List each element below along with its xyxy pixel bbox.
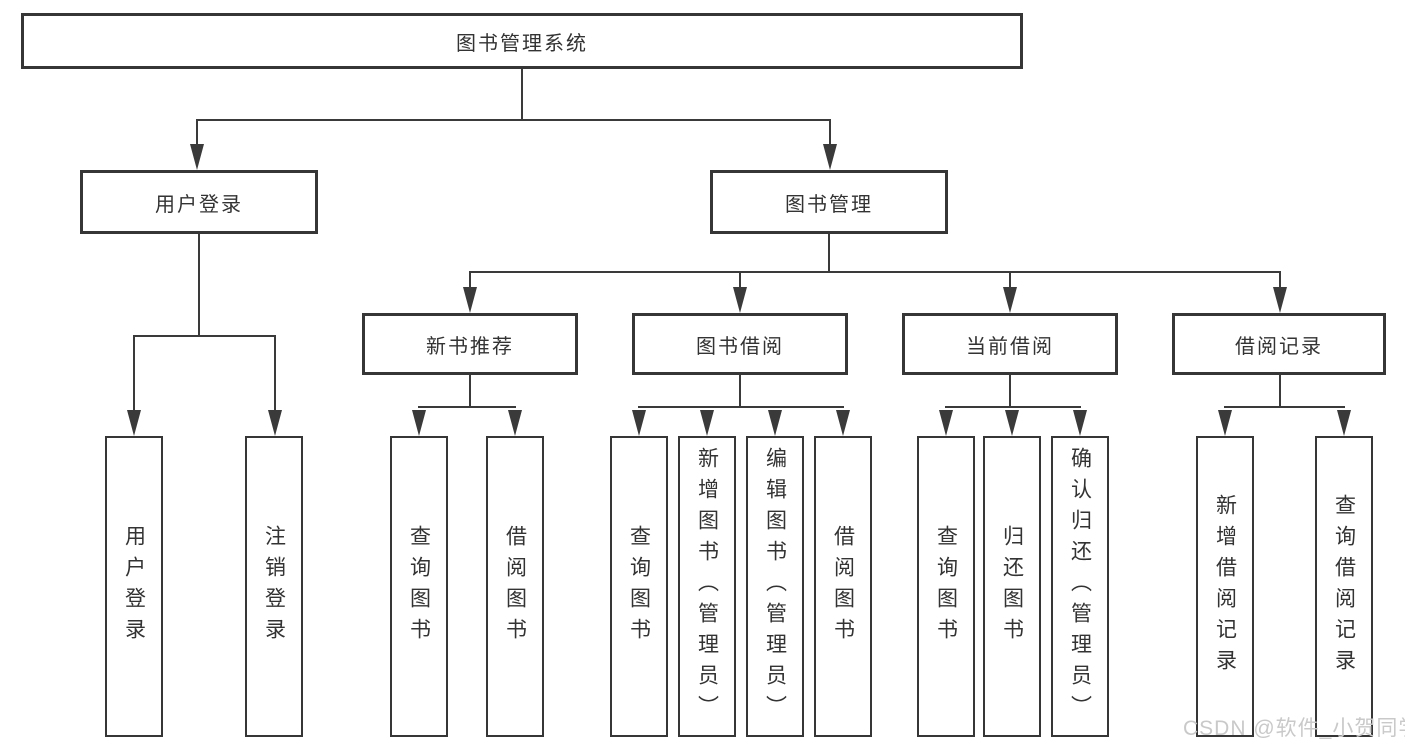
csdn-watermark: CSDN @软件_小贺同学 xyxy=(1183,717,1405,740)
arrowhead-down xyxy=(508,410,522,436)
connector xyxy=(133,335,276,337)
connector xyxy=(418,406,516,408)
connector xyxy=(638,406,844,408)
node-label: 当前借阅 xyxy=(966,335,1054,358)
leaf-query-books-current: 查询图书 xyxy=(917,436,975,737)
node-label: 用户登录 xyxy=(155,193,243,216)
node-book-management: 图书管理 xyxy=(710,170,948,234)
connector xyxy=(1009,271,1011,291)
leaf-query-borrow-record: 查询借阅记录 xyxy=(1315,436,1373,737)
arrowhead-down xyxy=(733,287,747,313)
node-label: 查询图书 xyxy=(407,524,431,649)
node-label: 图书管理 xyxy=(785,193,873,216)
node-label: 借阅图书 xyxy=(503,524,527,649)
node-label: 借阅记录 xyxy=(1235,335,1323,358)
leaf-user-login: 用户登录 xyxy=(105,436,163,737)
node-borrow-records: 借阅记录 xyxy=(1172,313,1386,375)
arrowhead-down xyxy=(1218,410,1232,436)
leaf-add-borrow-record: 新增借阅记录 xyxy=(1196,436,1254,737)
node-label: 归还图书 xyxy=(1000,524,1024,649)
connector xyxy=(739,271,741,291)
arrowhead-down xyxy=(632,410,646,436)
leaf-logout: 注销登录 xyxy=(245,436,303,737)
arrowhead-down xyxy=(768,410,782,436)
arrowhead-down xyxy=(412,410,426,436)
arrowhead-down xyxy=(268,410,282,436)
connector xyxy=(196,119,831,121)
node-label: 图书管理系统 xyxy=(456,32,588,55)
node-book-borrowing: 图书借阅 xyxy=(632,313,848,375)
node-label: 确认归还（管理员） xyxy=(1068,447,1092,726)
leaf-query-books-recommend: 查询图书 xyxy=(390,436,448,737)
arrowhead-down xyxy=(463,287,477,313)
leaf-return-books: 归还图书 xyxy=(983,436,1041,737)
arrowhead-down xyxy=(1337,410,1351,436)
arrowhead-down xyxy=(836,410,850,436)
node-new-book-recommend: 新书推荐 xyxy=(362,313,578,375)
arrowhead-down xyxy=(127,410,141,436)
node-label: 新增图书（管理员） xyxy=(695,447,719,726)
connector xyxy=(828,234,830,273)
connector xyxy=(198,234,200,337)
node-label: 编辑图书（管理员） xyxy=(763,447,787,726)
connector xyxy=(274,335,276,415)
arrowhead-down xyxy=(190,144,204,170)
arrowhead-down xyxy=(823,144,837,170)
connector xyxy=(1224,406,1345,408)
connector xyxy=(829,119,831,148)
connector xyxy=(1279,271,1281,291)
arrowhead-down xyxy=(700,410,714,436)
leaf-confirm-return-admin: 确认归还（管理员） xyxy=(1051,436,1109,737)
node-label: 查询借阅记录 xyxy=(1332,493,1356,680)
connector xyxy=(196,119,198,148)
arrowhead-down xyxy=(1073,410,1087,436)
node-label: 查询图书 xyxy=(934,524,958,649)
leaf-borrow-books-borrowing: 借阅图书 xyxy=(814,436,872,737)
arrowhead-down xyxy=(1005,410,1019,436)
leaf-edit-books-admin: 编辑图书（管理员） xyxy=(746,436,804,737)
connector xyxy=(945,406,1081,408)
node-label: 注销登录 xyxy=(262,524,286,649)
arrowhead-down xyxy=(1003,287,1017,313)
arrowhead-down xyxy=(1273,287,1287,313)
leaf-query-books-borrowing: 查询图书 xyxy=(610,436,668,737)
node-label: 新增借阅记录 xyxy=(1213,493,1237,680)
connector xyxy=(469,271,471,291)
connector xyxy=(1009,375,1011,408)
node-label: 查询图书 xyxy=(627,524,651,649)
connector xyxy=(469,271,1281,273)
node-user-login: 用户登录 xyxy=(80,170,318,234)
node-label: 新书推荐 xyxy=(426,335,514,358)
leaf-borrow-books-recommend: 借阅图书 xyxy=(486,436,544,737)
arrowhead-down xyxy=(939,410,953,436)
node-library-management-system: 图书管理系统 xyxy=(21,13,1023,69)
node-current-borrowing: 当前借阅 xyxy=(902,313,1118,375)
connector xyxy=(133,335,135,415)
node-label: 图书借阅 xyxy=(696,335,784,358)
node-label: 用户登录 xyxy=(122,524,146,649)
connector xyxy=(739,375,741,408)
leaf-add-books-admin: 新增图书（管理员） xyxy=(678,436,736,737)
connector xyxy=(469,375,471,408)
connector xyxy=(1279,375,1281,408)
connector xyxy=(521,69,523,121)
node-label: 借阅图书 xyxy=(831,524,855,649)
